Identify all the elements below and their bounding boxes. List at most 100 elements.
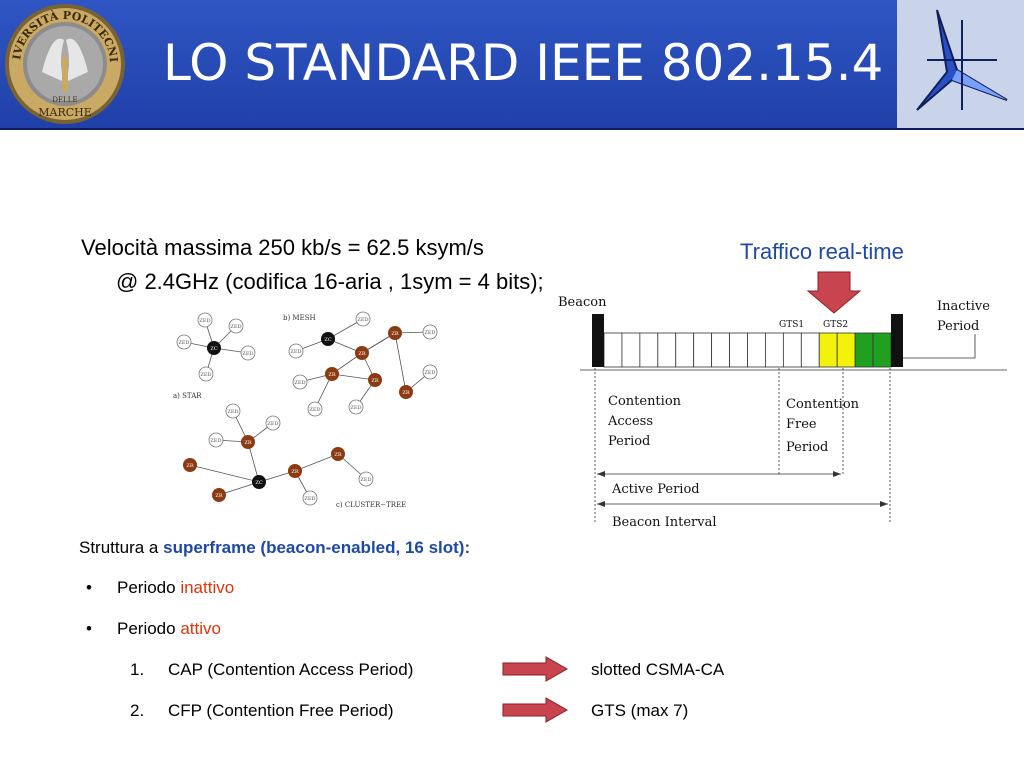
svg-text:ZC: ZC [210, 346, 217, 352]
list-number: 2. [130, 701, 145, 720]
speed-text-line1: Velocità massima 250 kb/s = 62.5 ksym/s [81, 235, 484, 260]
svg-text:ZR: ZR [391, 331, 398, 337]
beacon-interval-label: Beacon Interval [612, 515, 717, 530]
svg-text:ZED: ZED [178, 340, 189, 346]
zc-node [207, 341, 221, 355]
superframe-slot [657, 332, 677, 368]
bullet-prefix: Periodo [117, 619, 181, 638]
star-label: a) STAR [173, 392, 202, 400]
cfp-label-line2: Free [786, 417, 817, 432]
svg-text:ZED: ZED [230, 324, 241, 330]
network-topology-diagram: ZED ZED ZED ZED ZED ZED ZED ZED ZED ZED ZED ZE… [173, 311, 438, 509]
university-seal-logo: DELLE MARCHE UNIVERSITÀ POLITECNICA [2, 2, 125, 124]
cfp-result-text: GTS (max 7) [591, 701, 689, 720]
superframe-slot [621, 332, 641, 368]
svg-text:ZED: ZED [227, 409, 238, 415]
bullet-highlight: inattivo [180, 578, 235, 597]
svg-text:ZR: ZR [371, 378, 378, 384]
right-arrow-icon [502, 656, 568, 682]
page-title: LO STANDARD IEEE 802.15.4 [163, 34, 884, 92]
svg-text:ZED: ZED [304, 496, 315, 502]
svg-text:ZED: ZED [350, 405, 361, 411]
compass-star-icon [916, 9, 1008, 111]
realtime-down-arrow-icon [806, 271, 862, 314]
svg-text:ZED: ZED [210, 438, 221, 444]
svg-text:ZR: ZR [402, 390, 409, 396]
beacon-block-end [891, 314, 903, 367]
cap-result-text: slotted CSMA-CA [591, 660, 725, 679]
superframe-slot [693, 332, 713, 368]
svg-text:ZED: ZED [309, 407, 320, 413]
superframe-structure-text: Struttura a superframe (beacon-enabled, … [79, 538, 470, 558]
bullet-marker: • [86, 619, 92, 638]
superframe-slot [603, 332, 623, 368]
cap-label-line3: Period [608, 434, 650, 449]
superframe-slot [800, 332, 820, 368]
svg-text:ZC: ZC [324, 337, 331, 343]
gts-slot [872, 332, 892, 368]
speed-text-line2: @ 2.4GHz (codifica 16-aria , 1sym = 4 bi… [116, 269, 544, 294]
right-arrow-icon [502, 697, 568, 723]
svg-text:ZED: ZED [294, 380, 305, 386]
topology-nodes: ZED ZED ZED ZED ZED ZED ZED ZED ZED ZED ZED ZE… [176, 311, 438, 506]
superframe-diagram: Beacon Inactive Period GTS1 GTS2 Content… [558, 295, 1007, 530]
superframe-slot [747, 332, 766, 368]
seal-text-marche: MARCHE [38, 106, 92, 119]
slide-header: DELLE MARCHE UNIVERSITÀ POLITECNICA LO S… [0, 0, 1024, 130]
gts1-label: GTS1 [779, 320, 804, 330]
seal-text-delle: DELLE [52, 96, 77, 104]
compass-logo [897, 0, 1024, 128]
bullet-prefix: Periodo [117, 578, 181, 597]
inactive-label-line2: Period [937, 319, 979, 334]
bullet-inactive: Periodo inattivo [117, 578, 234, 598]
active-period-label: Active Period [611, 482, 700, 497]
inactive-label-line1: Inactive [937, 299, 990, 314]
svg-text:ZR: ZR [334, 452, 341, 458]
bullet-marker: • [86, 578, 92, 597]
svg-text:ZR: ZR [358, 351, 365, 357]
svg-text:ZED: ZED [424, 370, 435, 376]
beacon-block-start [592, 314, 604, 367]
bullet-highlight: attivo [180, 619, 221, 638]
cfp-item-text: CFP (Contention Free Period) [168, 701, 394, 720]
mesh-label: b) MESH [283, 314, 316, 322]
svg-text:ZR: ZR [328, 372, 335, 378]
gts-slot [818, 332, 838, 368]
cap-item-text: CAP (Contention Access Period) [168, 660, 414, 679]
zr-node [388, 326, 402, 340]
inactive-pointer [873, 334, 976, 359]
structure-emphasis: superframe (beacon-enabled, 16 slot): [163, 538, 471, 557]
svg-text:ZED: ZED [199, 318, 210, 324]
svg-text:ZED: ZED [424, 330, 435, 336]
cfp-label-line3: Period [786, 440, 828, 455]
svg-text:ZED: ZED [200, 372, 211, 378]
cap-label-line2: Access [607, 414, 653, 429]
realtime-traffic-label: Traffico real-time [740, 239, 904, 264]
svg-text:ZR: ZR [244, 440, 251, 446]
superframe-slot [765, 332, 784, 368]
superframe-slot [675, 332, 695, 368]
svg-text:ZED: ZED [267, 421, 278, 427]
superframe-slots [603, 332, 892, 368]
superframe-slot [639, 332, 659, 368]
cluster-tree-label: c) CLUSTER−TREE [336, 501, 406, 509]
structure-prefix: Struttura a [79, 538, 164, 557]
svg-text:ZR: ZR [291, 469, 298, 475]
bullet-active: Periodo attivo [117, 619, 221, 639]
gts2-label: GTS2 [823, 320, 848, 330]
list-number: 1. [130, 660, 145, 679]
superframe-slot [729, 332, 748, 368]
superframe-slot [782, 332, 802, 368]
beacon-label: Beacon [558, 295, 607, 310]
cfp-label-line1: Contention [786, 397, 860, 412]
svg-text:ZC: ZC [255, 480, 262, 486]
topology-links [183, 318, 431, 499]
svg-text:ZED: ZED [357, 317, 368, 323]
svg-text:ZED: ZED [242, 351, 253, 357]
svg-text:ZR: ZR [215, 493, 222, 499]
svg-text:ZED: ZED [360, 477, 371, 483]
superframe-slot [711, 332, 730, 368]
gts-slot [854, 332, 874, 368]
zed-node [197, 312, 213, 328]
svg-text:ZED: ZED [290, 349, 301, 355]
